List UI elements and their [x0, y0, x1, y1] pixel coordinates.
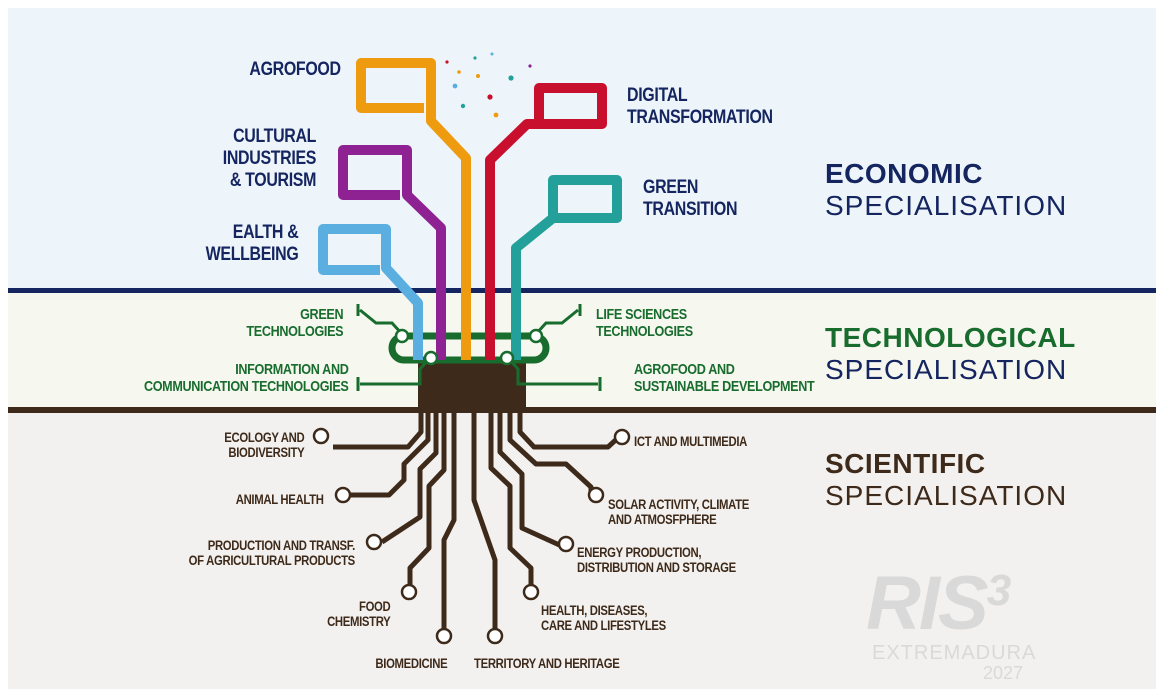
node-energy [557, 535, 575, 553]
economic-heading: ECONOMIC SPECIALISATION [825, 158, 1068, 221]
economic-label-agrofood: AGROFOOD [249, 59, 342, 80]
sci-label-energy: ENERGY PRODUCTION, DISTRIBUTION AND STOR… [577, 545, 736, 575]
branch-green [511, 175, 622, 360]
tech-label-agrofood: AGROFOOD AND SUSTAINABLE DEVELOPMENT [634, 361, 815, 395]
node-green-technologies [394, 328, 410, 344]
sci-label-solar: SOLAR ACTIVITY, CLIMATE AND ATMOSFPHERE [608, 497, 749, 527]
sci-label-animal-health: ANIMAL HEALTH [236, 492, 324, 507]
branch-cultural [338, 145, 446, 360]
sci-label-ecology: ECOLOGY AND BIODIVERSITY [223, 430, 304, 460]
node-production [365, 533, 383, 551]
branch-agrofood [356, 58, 471, 360]
sci-label-biomedicine: BIOMEDICINE [375, 656, 448, 671]
root-lines [333, 360, 622, 632]
node-animal-health [334, 486, 352, 504]
ris3-logo-region: EXTREMADURA [872, 642, 1037, 664]
economic-branches [318, 58, 622, 360]
tech-science-divider [8, 407, 1156, 413]
scientific-heading: SCIENTIFIC SPECIALISATION [825, 448, 1068, 511]
economic-label-green: GREEN TRANSITION [643, 177, 738, 220]
ris3-logo-year: 2027 [983, 663, 1024, 683]
sci-label-production: PRODUCTION AND TRANSF. OF AGRICULTURAL P… [188, 538, 356, 568]
sparkle-dots [445, 52, 532, 118]
ris3-logo: RIS3 EXTREMADURA 2027 [838, 561, 1048, 683]
economic-label-digital: DIGITAL TRANSFORMATION [627, 85, 773, 128]
tech-node-circles [394, 328, 544, 366]
branch-health [318, 224, 423, 360]
node-ict-technologies [423, 350, 439, 366]
sci-label-territory: TERRITORY AND HERITAGE [474, 656, 620, 671]
node-ict [613, 428, 631, 446]
technological-heading: TECHNOLOGICAL SPECIALISATION [825, 322, 1076, 385]
node-food-chemistry [400, 583, 418, 601]
tech-label-life-sciences: LIFE SCIENCES TECHNOLOGIES [596, 306, 693, 340]
sci-label-food-chemistry: FOOD CHEMISTRY [326, 599, 391, 629]
node-agrofood-sustainable [499, 350, 515, 366]
root-node-circles [312, 427, 631, 645]
economic-label-health: EALTH & WELLBEING [205, 222, 298, 265]
economic-band [8, 8, 1156, 290]
sci-label-health: HEALTH, DISEASES, CARE AND LIFESTYLES [541, 603, 666, 633]
economic-tech-divider [8, 288, 1156, 293]
economic-label-cultural: CULTURAL INDUSTRIES & TOURISM [222, 126, 317, 191]
node-ecology [312, 427, 330, 445]
node-territory [486, 627, 504, 645]
ris3-logo-mark: RIS3 [866, 561, 1011, 646]
branch-digital [485, 83, 607, 360]
technological-band [8, 292, 1156, 410]
tech-label-green: GREEN TECHNOLOGIES [246, 306, 343, 340]
tech-label-ict: INFORMATION AND COMMUNICATION TECHNOLOGI… [143, 361, 348, 395]
scientific-band [8, 411, 1156, 689]
node-health [522, 583, 540, 601]
node-solar [587, 486, 605, 504]
node-life-sciences [528, 328, 544, 344]
sci-label-ict: ICT AND MULTIMEDIA [634, 434, 748, 449]
node-biomedicine [435, 627, 453, 645]
